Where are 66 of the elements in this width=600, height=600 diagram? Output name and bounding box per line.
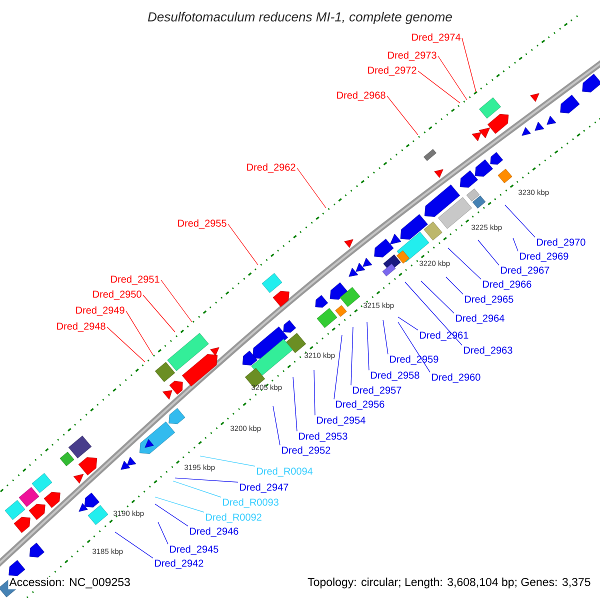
info-text: Topology: circular; Length: 3,608,104 bp; Genes: 3,375 [306, 576, 592, 590]
gene-label: Dred_2966 [483, 280, 532, 290]
leader-line [154, 496, 204, 512]
leader-line [398, 316, 418, 330]
gene-label: Dred_2946 [190, 527, 238, 537]
gene-label: Dred_2947 [240, 483, 288, 493]
gene-label: Dred_2963 [464, 346, 512, 356]
gene-label: Dred_R0092 [206, 513, 262, 523]
gene-label: Dred_2968 [337, 91, 386, 101]
gene-label: Dred_2949 [76, 306, 124, 316]
gene-label: Dred_2955 [178, 219, 226, 229]
gene-label: Dred_2967 [501, 266, 550, 276]
gene-label: Dred_2950 [93, 290, 142, 300]
leader-line [158, 522, 168, 544]
leader-line [386, 96, 418, 136]
leader-line [172, 480, 222, 498]
leader-line [228, 224, 258, 266]
gene-label: Dred_2956 [336, 400, 384, 410]
gene-label: Dred_2964 [456, 314, 504, 324]
leader-line [350, 326, 354, 386]
leader-line [478, 240, 500, 266]
leader-line [446, 276, 464, 294]
leader-line [174, 478, 238, 482]
gene-label: Dred_2970 [537, 238, 586, 248]
gene-label: Dred_2953 [299, 432, 348, 442]
gene-label: Dred_2957 [353, 386, 402, 396]
gene-label: Dred_2972 [368, 66, 416, 76]
gene-label: Dred_2973 [388, 51, 436, 61]
gene-label: Dred_2948 [57, 322, 106, 332]
gene-label: Dred_R0094 [257, 467, 313, 477]
gene-label: Dred_2958 [371, 371, 420, 381]
gene-label: Dred_2965 [465, 295, 514, 305]
leader-line [106, 326, 146, 362]
gene-label: Dred_2974 [412, 33, 460, 43]
leader-line [512, 238, 518, 252]
leader-line [404, 282, 462, 346]
gene-label: Dred_2960 [432, 373, 480, 383]
leader-line [292, 376, 298, 432]
leader-line [160, 280, 192, 322]
leader-line [420, 280, 454, 314]
leader-line [126, 310, 154, 356]
title: Desulfotomaculum reducens MI-1, complete genome [148, 12, 452, 24]
leader-line [382, 320, 388, 354]
leader-line [418, 70, 460, 104]
leader-line [200, 456, 256, 466]
gene-label: Dred_2951 [111, 275, 160, 285]
gene-label: Dred_2962 [247, 163, 296, 173]
gene-label: Dred_R0093 [223, 498, 278, 508]
gene-label: Dred_2942 [155, 559, 204, 569]
leader-line [448, 248, 482, 280]
gene-label: Dred_2969 [520, 252, 568, 262]
leader-line [462, 38, 476, 92]
gene-label: Dred_2945 [170, 545, 218, 555]
leader-line [438, 56, 468, 100]
info-text: Accession: NC_009253 [8, 576, 132, 590]
gene-label: Dred_2954 [317, 416, 366, 426]
leader-line [366, 322, 370, 370]
leader-line [142, 294, 176, 332]
leader-line [114, 532, 154, 558]
leader-line [334, 334, 342, 400]
leader-line [314, 370, 316, 416]
leader-line [154, 504, 188, 526]
leader-line [504, 204, 536, 238]
leader-line [296, 168, 326, 208]
gene-label: Dred_2952 [282, 446, 330, 456]
leader-line [272, 406, 280, 446]
